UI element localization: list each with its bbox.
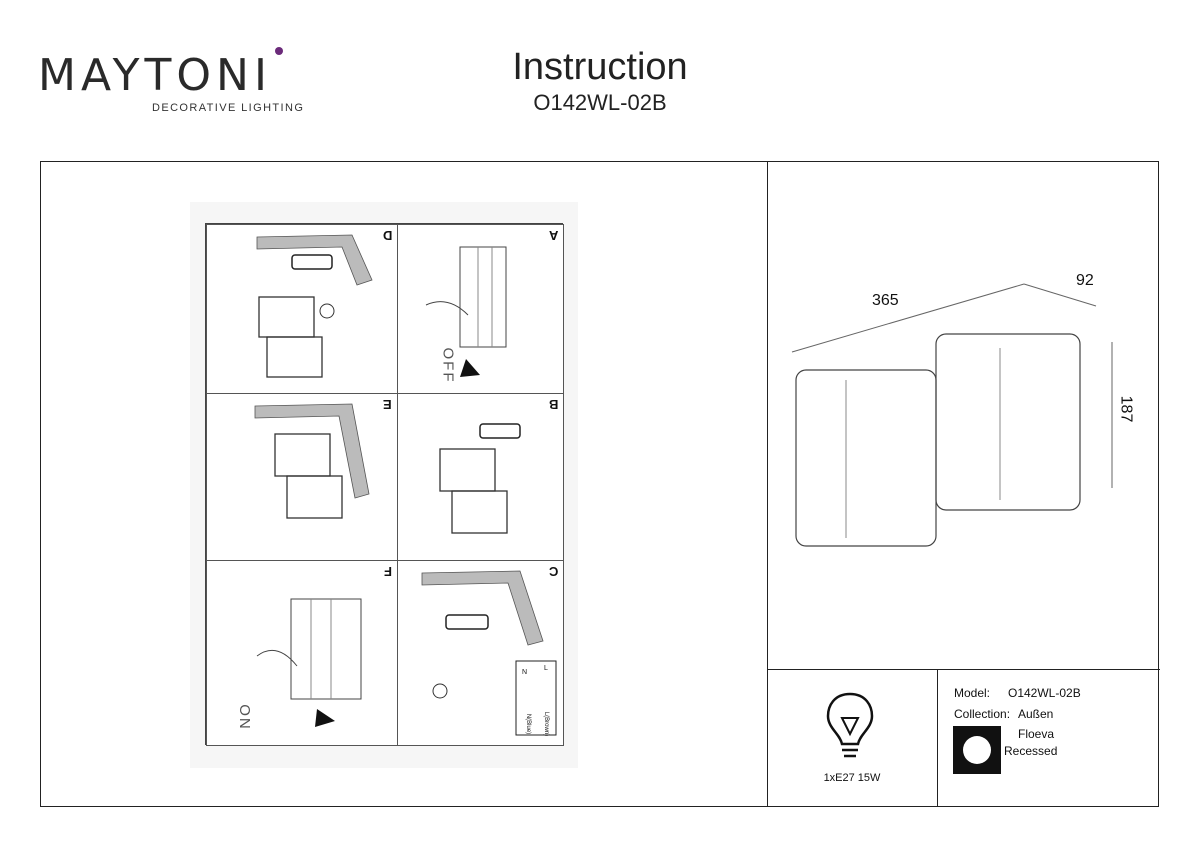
product-drawing [791,283,1113,547]
step-panel: A OFF [397,224,564,394]
dimension-height: 187 [1117,395,1135,423]
frame-divider [937,669,938,807]
page-title: Instruction [512,46,688,88]
step-illustration [256,598,362,727]
step-panel: E [206,393,398,561]
brand-name: MAYTONI [38,50,272,101]
brand-tagline: DECORATIVE LIGHTING [152,102,305,114]
step-letter: E [383,397,392,412]
step-panel: C L N N(Blue) L(Brown) [397,560,564,746]
step-illustration [256,234,373,378]
spec-model-label: Model: [954,686,991,700]
step-illustration [439,423,521,534]
recessed-mount-icon [953,726,1001,774]
step-letter: B [548,397,558,412]
step-panel: D [206,224,398,394]
frame-divider [767,161,768,807]
spec-collection-label: Collection: [954,707,1011,721]
spec-mount-type: Recessed [1004,744,1058,758]
instruction-steps-grid: D A OFF E B [205,223,564,746]
logo-accent-dot [275,47,283,55]
spec-series: Floeva [1018,727,1055,741]
document-frame [40,161,1159,807]
step-panel: F ON [206,560,398,746]
terminal-label-n: N [522,669,528,676]
lamp-power: 1xE27 15W [823,772,881,784]
step-illustration [254,403,370,519]
wire-label-brown: L(Brown) [543,711,550,737]
spec-collection-value: Außen [1018,707,1054,721]
frame-divider [767,669,1160,670]
model-code: O142WL-02B [533,90,667,115]
dimension-length: 365 [872,292,899,309]
step-illustration [421,570,557,736]
switch-on-label: ON [235,704,253,731]
dimension-depth: 92 [1076,272,1094,289]
step-letter: D [382,228,392,243]
step-panel: B [397,393,564,561]
step-letter: F [384,564,392,579]
switch-off-label: OFF [439,347,457,384]
wire-label-blue: N(Blue) [525,713,532,735]
spec-model-value: O142WL-02B [1008,686,1081,700]
dimension-drawing: 365 92 187 [790,270,1135,560]
brand-logo: MAYTONI DECORATIVE LIGHTING [38,47,303,114]
terminal-label-l: L [544,665,548,672]
bulb-icon [826,692,874,758]
step-letter: C [548,564,558,579]
step-illustration [425,246,507,377]
step-letter: A [548,228,558,243]
